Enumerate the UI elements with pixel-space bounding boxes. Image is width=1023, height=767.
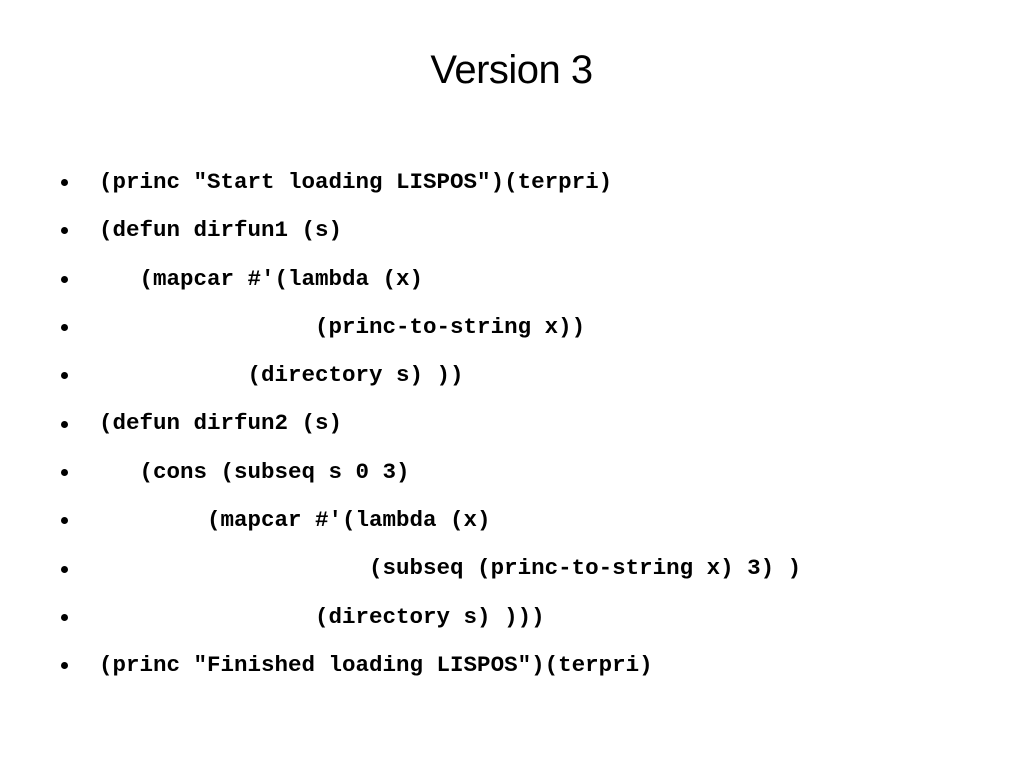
code-line-5: (directory s) )) xyxy=(0,351,1023,399)
code-text: (cons (subseq s 0 3) xyxy=(99,458,410,485)
bullet-dot-icon xyxy=(61,275,68,283)
code-text: (princ "Finished loading LISPOS")(terpri… xyxy=(99,651,653,678)
code-line-2: (defun dirfun1 (s) xyxy=(0,206,1023,254)
bullet-dot-icon xyxy=(61,662,68,670)
bullet-dot-icon xyxy=(61,420,68,428)
bullet-dot-icon xyxy=(61,613,68,621)
code-line-1: (princ "Start loading LISPOS")(terpri) xyxy=(0,158,1023,206)
slide-title: Version 3 xyxy=(430,48,593,92)
bullet-dot-icon xyxy=(61,468,68,476)
code-line-8: (mapcar #'(lambda (x) xyxy=(0,496,1023,544)
bullet-dot-icon xyxy=(61,179,68,187)
code-text: (mapcar #'(lambda (x) xyxy=(99,507,491,534)
code-line-11: (princ "Finished loading LISPOS")(terpri… xyxy=(0,641,1023,689)
bullet-dot-icon xyxy=(61,517,68,525)
code-text: (defun dirfun2 (s) xyxy=(99,410,343,437)
code-line-6: (defun dirfun2 (s) xyxy=(0,399,1023,447)
code-text: (directory s) ))) xyxy=(99,603,545,630)
code-line-3: (mapcar #'(lambda (x) xyxy=(0,255,1023,303)
code-line-7: (cons (subseq s 0 3) xyxy=(0,448,1023,496)
code-text: (mapcar #'(lambda (x) xyxy=(99,265,424,292)
code-text: (princ-to-string x)) xyxy=(99,313,586,340)
code-text: (defun dirfun1 (s) xyxy=(99,217,343,244)
code-bullet-list: (princ "Start loading LISPOS")(terpri) (… xyxy=(0,158,1023,689)
bullet-dot-icon xyxy=(61,227,68,235)
bullet-dot-icon xyxy=(61,372,68,380)
code-line-9: (subseq (princ-to-string x) 3) ) xyxy=(0,544,1023,592)
code-text: (princ "Start loading LISPOS")(terpri) xyxy=(99,169,613,195)
bullet-dot-icon xyxy=(61,565,68,573)
bullet-dot-icon xyxy=(61,324,68,332)
code-line-10: (directory s) ))) xyxy=(0,593,1023,641)
code-line-4: (princ-to-string x)) xyxy=(0,303,1023,351)
code-text: (directory s) )) xyxy=(99,362,464,389)
code-text: (subseq (princ-to-string x) 3) ) xyxy=(99,555,802,582)
